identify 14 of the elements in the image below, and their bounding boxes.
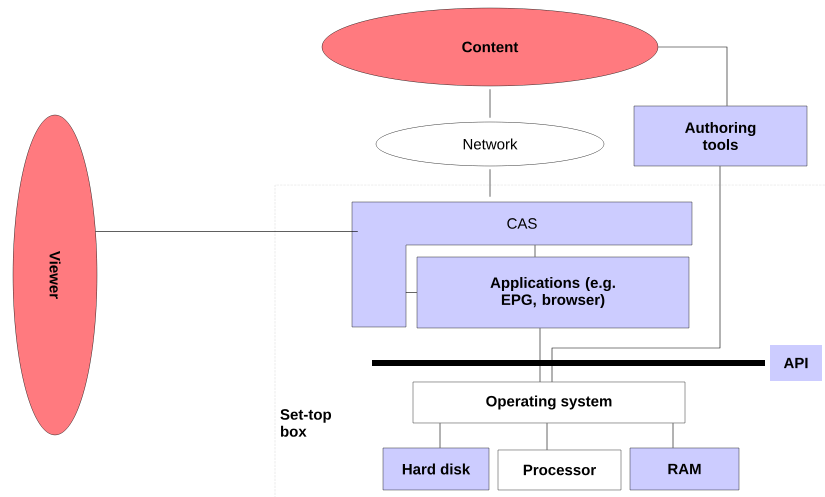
process-box: Hard disk (382, 448, 490, 490)
process-box: Processor (498, 450, 622, 490)
connector-line (658, 46, 728, 106)
process-box: Applications (e.g. EPG, browser) (416, 256, 690, 328)
process-box: RAM (630, 448, 740, 490)
connector-line (406, 292, 418, 293)
connector-line (552, 166, 720, 382)
label-box: API (770, 345, 822, 381)
connector-line (546, 422, 548, 450)
connector-line (95, 231, 358, 232)
connector-line (672, 422, 674, 448)
process-box: Operating system (412, 382, 686, 424)
connector-line (534, 244, 536, 258)
process-box: Authoring tools (634, 106, 808, 166)
